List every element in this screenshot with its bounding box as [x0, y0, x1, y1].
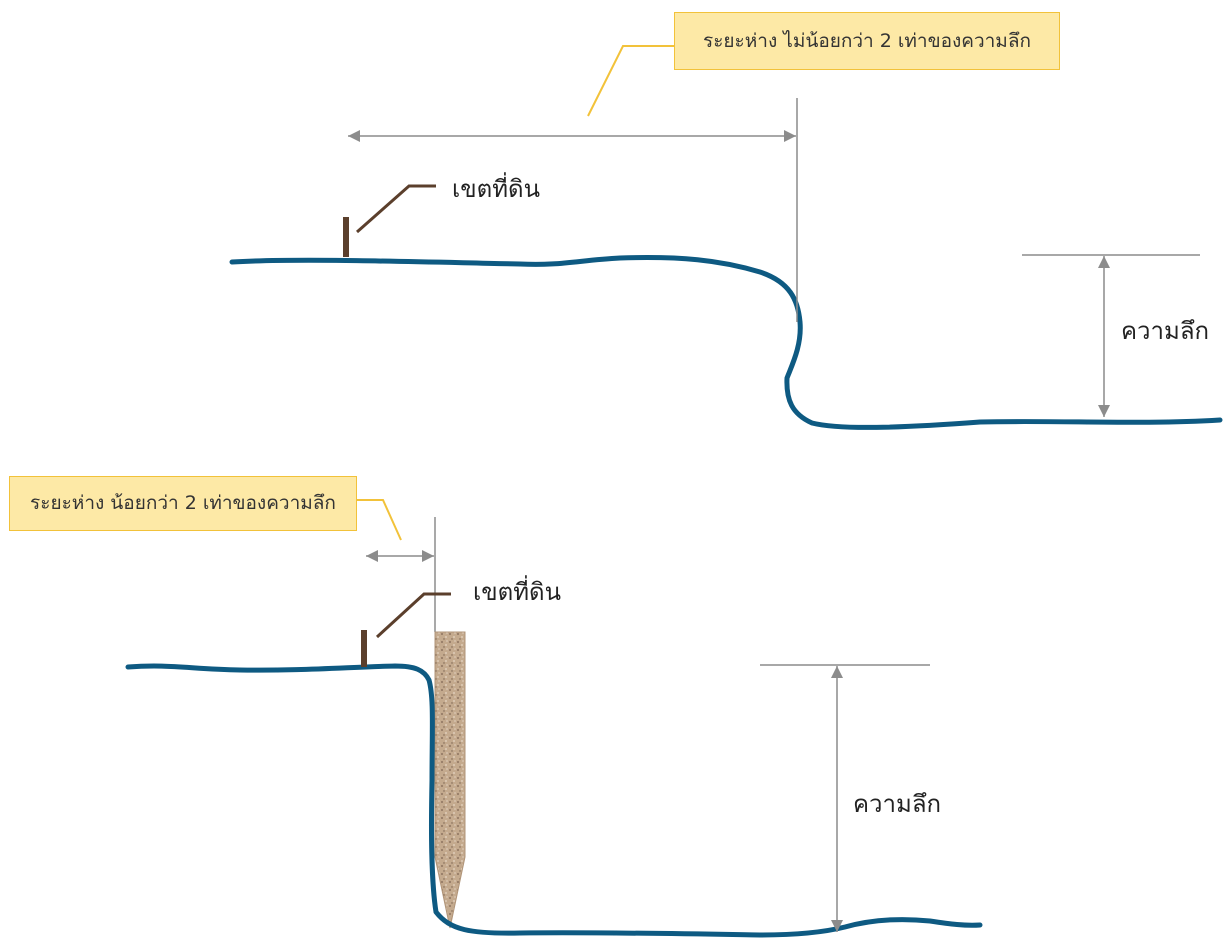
depth-label-bottom: ความลึก [853, 790, 942, 818]
callout-leader-bottom [356, 499, 402, 541]
boundary-leader-top [356, 184, 436, 234]
bottom-panel [125, 499, 983, 938]
boundary-post-top [343, 217, 349, 257]
boundary-label-top: เขตที่ดิน [452, 175, 541, 203]
boundary-label-bottom: เขตที่ดิน [473, 578, 562, 606]
ground-profile-bottom [125, 663, 983, 938]
depth-label-top: ความลึก [1121, 317, 1210, 345]
boundary-post-bottom [361, 630, 367, 667]
callout-leader-top [587, 45, 676, 117]
retaining-pile [434, 631, 466, 929]
distance-callout-top: ระยะห่าง ไม่น้อยกว่า 2 เท่าของความลึก [674, 12, 1060, 70]
ground-profile-top [229, 255, 1223, 430]
top-panel [229, 45, 1223, 430]
distance-callout-bottom: ระยะห่าง น้อยกว่า 2 เท่าของความลึก [9, 476, 357, 531]
boundary-leader-bottom [375, 592, 451, 639]
